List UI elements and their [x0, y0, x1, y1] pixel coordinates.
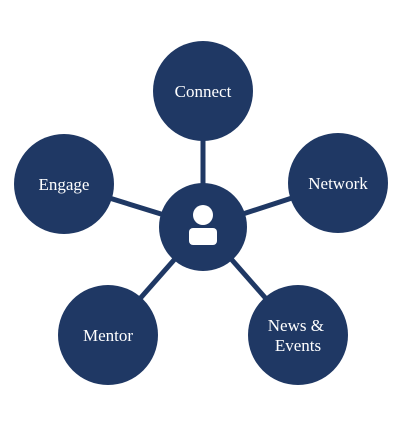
node-mentor-label-line-1: Mentor [83, 326, 133, 345]
person-icon [189, 205, 217, 245]
node-connect-label: Connect [175, 82, 232, 101]
node-network-circle [288, 133, 388, 233]
node-engage: Engage [14, 134, 114, 234]
node-mentor-label: Mentor [83, 326, 133, 345]
node-mentor: Mentor [58, 285, 158, 385]
node-network-label: Network [308, 174, 368, 193]
spoke-nodes: Connect Network News & Events Mentor [14, 41, 388, 385]
node-network-label-line-1: Network [308, 174, 368, 193]
node-engage-circle [14, 134, 114, 234]
center-hub [159, 183, 247, 271]
node-network: Network [288, 133, 388, 233]
node-news-events-label: News & Events [268, 316, 328, 355]
node-news-events-label-line-2: Events [275, 336, 321, 355]
node-connect-circle [153, 41, 253, 141]
node-engage-label: Engage [39, 175, 90, 194]
node-mentor-circle [58, 285, 158, 385]
node-news-events: News & Events [248, 285, 348, 385]
center-hub-circle [159, 183, 247, 271]
node-connect-label-line-1: Connect [175, 82, 232, 101]
node-news-events-circle [248, 285, 348, 385]
node-engage-label-line-1: Engage [39, 175, 90, 194]
node-connect: Connect [153, 41, 253, 141]
node-news-events-label-line-1: News & [268, 316, 324, 335]
